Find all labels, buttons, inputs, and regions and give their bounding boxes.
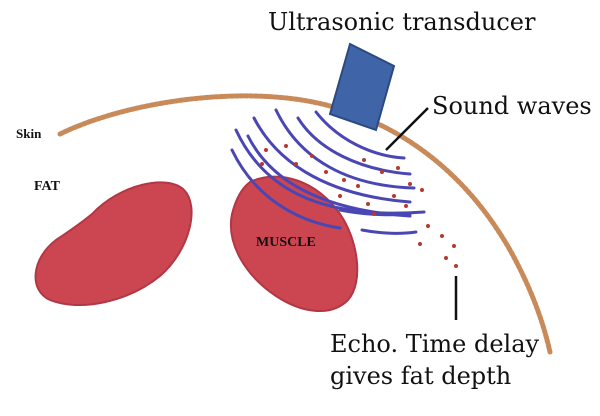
echo-dot xyxy=(338,194,342,198)
skin-label: Skin xyxy=(16,126,42,141)
echo-dot xyxy=(260,162,264,166)
echo-dot xyxy=(362,158,366,162)
echo-dot xyxy=(426,224,430,228)
sound-waves-label: Sound waves xyxy=(432,92,592,120)
echo-dot xyxy=(396,166,400,170)
echo-label-line1: Echo. Time delay xyxy=(330,330,540,358)
echo-dot xyxy=(356,184,360,188)
fat-label: FAT xyxy=(34,179,61,194)
echo-label-line2: gives fat depth xyxy=(330,362,511,390)
skin-line xyxy=(57,93,553,355)
echo-dot xyxy=(310,154,314,158)
echo-dot xyxy=(392,194,396,198)
echo-dot xyxy=(420,188,424,192)
sound-wave-arc xyxy=(234,128,426,215)
echo-dot xyxy=(324,170,328,174)
echo-dot xyxy=(440,234,444,238)
echo-dot xyxy=(366,202,370,206)
echo-dot xyxy=(452,244,456,248)
echo-dot xyxy=(294,162,298,166)
sound-wave-arc xyxy=(314,110,406,160)
sound-waves-group xyxy=(230,108,426,235)
transducer-shape xyxy=(328,42,396,132)
sound-wave-arc xyxy=(296,116,412,176)
sound-waves-pointer xyxy=(385,107,429,151)
sound-wave-arc xyxy=(252,116,412,204)
echo-dot xyxy=(454,264,458,268)
muscle-left-shape xyxy=(34,181,193,306)
sound-wave-arc xyxy=(230,148,342,230)
echo-dot xyxy=(264,148,268,152)
echo-dot xyxy=(284,144,288,148)
echo-dot xyxy=(342,178,346,182)
echo-dot xyxy=(380,170,384,174)
sound-wave-arc xyxy=(360,228,418,235)
muscle-right-shape xyxy=(229,175,359,312)
echo-dot xyxy=(418,242,422,246)
echo-dot xyxy=(444,256,448,260)
muscle-label: MUSCLE xyxy=(256,235,316,250)
echo-dot xyxy=(404,204,408,208)
echo-dots-group xyxy=(260,144,458,268)
echo-dot xyxy=(372,212,376,216)
sound-wave-arc xyxy=(274,108,416,190)
echo-dot xyxy=(408,182,412,186)
transducer-label: Ultrasonic transducer xyxy=(268,8,536,36)
